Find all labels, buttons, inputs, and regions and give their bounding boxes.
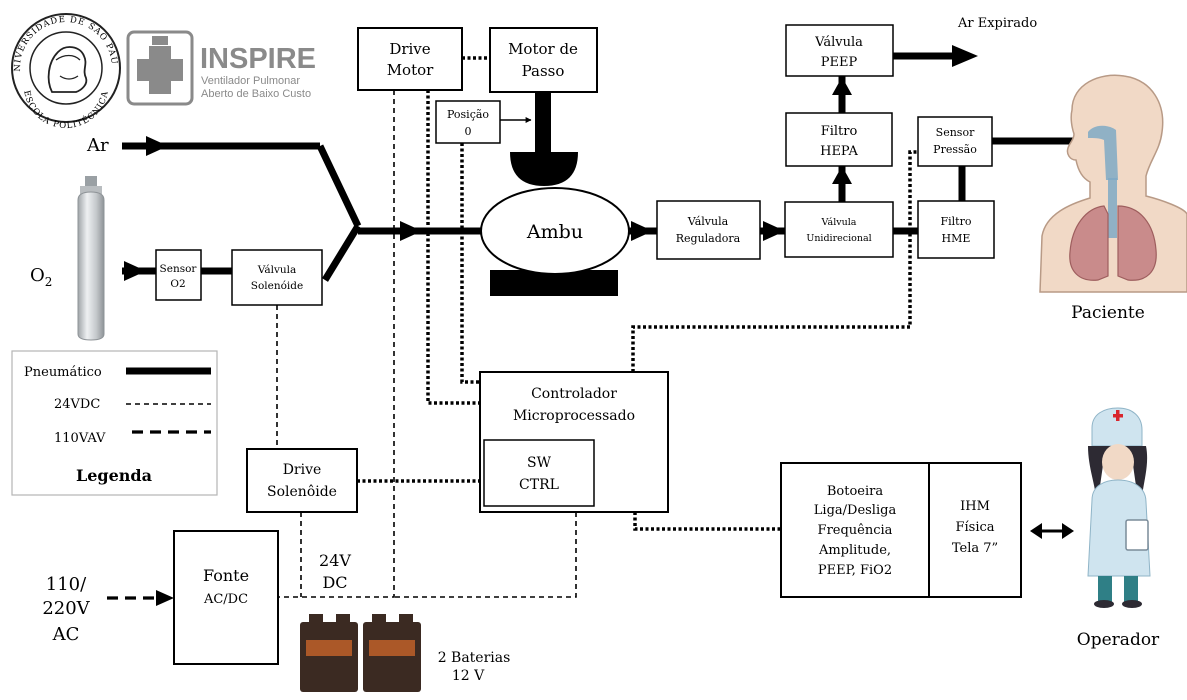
legend-110vav-label: 110VAV (54, 431, 106, 446)
dc-wiring (276, 90, 577, 598)
paciente-label: Paciente (1071, 303, 1145, 323)
drive-motor-block: Drive Motor (357, 27, 463, 91)
valvula-unidirecional-block: Válvula Unidirecional (784, 201, 894, 258)
operador-label: Operador (1077, 630, 1160, 650)
svg-text:Botoeira: Botoeira (827, 484, 883, 499)
svg-text:24V: 24V (319, 551, 351, 570)
operator-illustration (1087, 407, 1151, 608)
svg-text:Física: Física (955, 520, 994, 535)
svg-text:Unidirecional: Unidirecional (806, 233, 871, 244)
svg-text:Frequência: Frequência (818, 523, 893, 538)
patient-illustration (1039, 74, 1187, 293)
filtro-hme-block: Filtro HME (917, 200, 995, 259)
svg-text:Válvula: Válvula (821, 217, 857, 228)
usp-logo: UNIVERSIDADE DE SÃO PAULO ESCOLA POLITÉC… (0, 0, 121, 131)
svg-text:CTRL: CTRL (519, 477, 559, 493)
svg-text:Filtro: Filtro (821, 124, 858, 139)
svg-text:Liga/Desliga: Liga/Desliga (814, 503, 897, 518)
svg-text:Posição: Posição (447, 108, 489, 121)
svg-text:DC: DC (322, 573, 347, 592)
svg-text:220V: 220V (42, 598, 90, 619)
dc-output-label: 24V DC (319, 551, 351, 592)
svg-text:Filtro: Filtro (941, 215, 972, 228)
o2-input-label: O2 (30, 265, 52, 289)
posicao-sensor-block: Posição 0 (435, 100, 501, 144)
oxygen-tank-icon (77, 176, 105, 341)
sensor-o2-block: Sensor O2 (155, 249, 202, 301)
inspire-title: INSPIRE (200, 43, 316, 75)
svg-text:Tela 7”: Tela 7” (952, 541, 998, 556)
battery-icon (300, 614, 421, 692)
inspire-logo: INSPIRE Ventilador Pulmonar Aberto de Ba… (126, 30, 316, 106)
svg-text:Solenóide: Solenóide (251, 280, 303, 292)
pneumatic-lines (122, 45, 1080, 296)
svg-text:Microprocessado: Microprocessado (513, 408, 635, 424)
baterias-label: 2 Baterias 12 V (438, 650, 511, 684)
svg-text:Aberto de Baixo Custo: Aberto de Baixo Custo (201, 88, 311, 100)
svg-text:Ambu: Ambu (526, 221, 583, 243)
svg-text:HME: HME (942, 232, 971, 245)
svg-text:SW: SW (527, 455, 552, 471)
legend-title: Legenda (76, 466, 152, 485)
svg-text:Reguladora: Reguladora (676, 232, 741, 245)
fonte-block: Fonte AC/DC (173, 530, 279, 665)
ambu-bag: Ambu (480, 187, 630, 275)
svg-text:0: 0 (465, 125, 472, 138)
botoeira-ihm-block: Botoeira Liga/Desliga Frequência Amplitu… (780, 462, 1022, 598)
ar-input-label: Ar (86, 135, 109, 156)
filtro-hepa-block: Filtro HEPA (785, 112, 893, 167)
valvula-peep-block: Válvula PEEP (785, 24, 894, 77)
svg-text:Válvula: Válvula (257, 264, 297, 276)
svg-text:2 Baterias: 2 Baterias (438, 650, 511, 666)
svg-text:110/: 110/ (46, 574, 87, 595)
svg-text:Drive: Drive (283, 462, 322, 478)
bidirectional-arrow-icon (1030, 523, 1074, 539)
svg-text:Sensor: Sensor (936, 126, 975, 139)
svg-text:Controlador: Controlador (531, 386, 617, 402)
svg-text:Motor de: Motor de (508, 40, 578, 58)
svg-text:O2: O2 (170, 278, 185, 290)
svg-text:Motor: Motor (387, 61, 434, 79)
svg-text:Drive: Drive (389, 40, 430, 58)
valvula-solenoide-block: Válvula Solenóide (231, 249, 323, 306)
svg-text:Pressão: Pressão (933, 143, 977, 156)
svg-text:12 V: 12 V (452, 668, 485, 684)
svg-text:Solenôide: Solenôide (267, 484, 337, 500)
legend-24vdc-label: 24VDC (54, 397, 100, 412)
legend: Pneumático 24VDC 110VAV Legenda (11, 350, 218, 496)
svg-text:Válvula: Válvula (687, 215, 729, 228)
motor-passo-block: Motor de Passo (489, 27, 598, 93)
controlador-block: Controlador Microprocessado SW CTRL (479, 371, 669, 513)
mains-input-label: 110/ 220V AC (42, 574, 90, 645)
svg-text:AC/DC: AC/DC (203, 592, 248, 607)
svg-text:AC: AC (52, 624, 80, 645)
ar-expirado-label: Ar Expirado (957, 16, 1037, 31)
legend-pneumatico-label: Pneumático (24, 365, 102, 380)
svg-text:Válvula: Válvula (814, 35, 863, 50)
valvula-reguladora-block: Válvula Reguladora (656, 200, 761, 260)
svg-text:Passo: Passo (522, 62, 565, 80)
svg-text:Fonte: Fonte (203, 566, 249, 585)
svg-text:PEEP: PEEP (821, 55, 858, 70)
svg-text:HEPA: HEPA (820, 144, 858, 159)
svg-text:Sensor: Sensor (160, 263, 198, 275)
svg-text:Amplitude,: Amplitude, (818, 543, 891, 558)
svg-text:IHM: IHM (960, 499, 990, 514)
svg-text:PEEP, FiO2: PEEP, FiO2 (818, 563, 892, 578)
drive-solenoide-block: Drive Solenôide (246, 448, 358, 513)
sensor-pressao-block: Sensor Pressão (917, 116, 993, 167)
signal-wiring (357, 56, 918, 531)
svg-text:Ventilador Pulmonar: Ventilador Pulmonar (201, 75, 300, 87)
